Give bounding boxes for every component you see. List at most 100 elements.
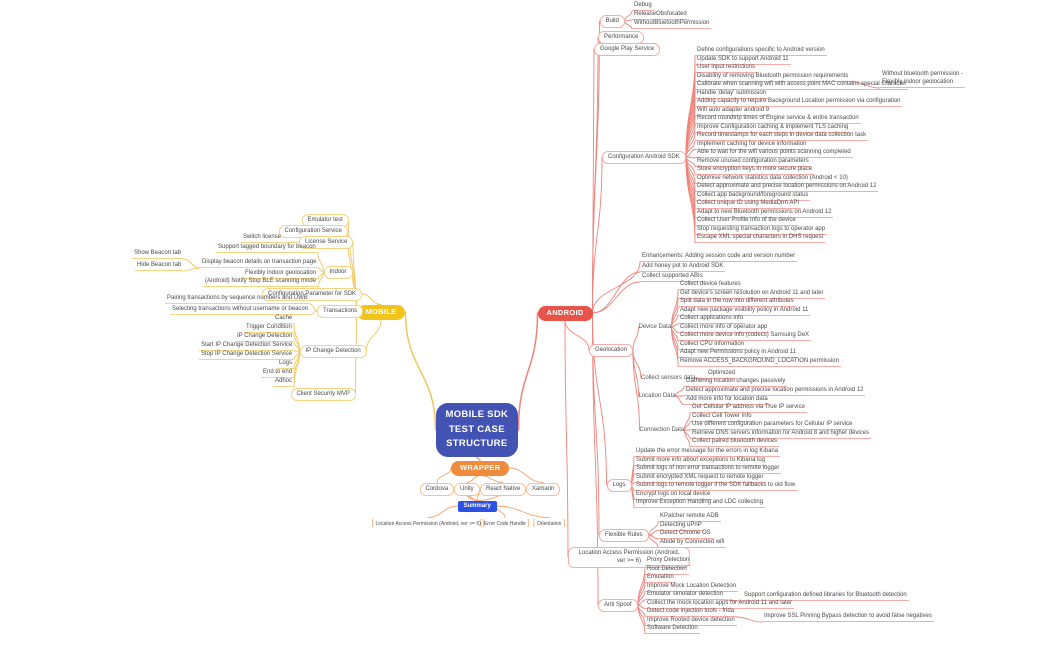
build-1[interactable]: Debug [632,1,654,12]
error-code-handle[interactable]: Error Code Handle [478,518,532,529]
log-2[interactable]: Submit more info about exceptions to Kib… [634,456,768,466]
cfg-13[interactable]: Able to wait for the wifi various points… [695,148,853,159]
collect-sensors-data[interactable]: Collect sensors data [641,375,696,381]
ip-change-detection[interactable]: IP Change Detection [299,344,367,358]
anti-5[interactable]: Emulator simulator detection [645,590,726,601]
log-1[interactable]: Update the error message for the errors … [634,447,781,458]
anti-6[interactable]: Collect the mock location apps for Andro… [645,599,794,609]
cfg-10[interactable]: Improve Configuration caching & implemen… [695,123,851,133]
cfg-17[interactable]: Detect approximate and precise location … [695,182,879,193]
cfg-6[interactable]: Handle 'delay' submission [695,89,768,99]
wrapper-location-access[interactable]: Location Access Permission (Android, ver… [370,518,487,529]
mobile[interactable]: MOBILE [356,304,406,320]
ip-4[interactable]: Start IP Change Detection Service [199,341,295,352]
show-beacon-tab[interactable]: Show Beacon tab [132,249,184,260]
ld-1[interactable]: Gathering location changes passively [684,377,788,388]
performance[interactable]: Performance [598,30,645,44]
cfg-16[interactable]: Optimise network statistics data collect… [695,174,850,184]
dd-10[interactable]: Remove ACCESS_BACKGROUND_LOCATION permis… [678,357,841,367]
indoor-1[interactable]: Support tagged boundary for beacon [216,243,318,254]
anti-9[interactable]: Software Detection [645,624,700,635]
cfg-9[interactable]: Record roundtrip times of Engine service… [695,114,861,125]
log-5[interactable]: Submit logs to remote logger if the SDK … [634,481,798,492]
cd-1[interactable]: Get Cellular IP address via True IP serv… [690,403,807,414]
honey-pot[interactable]: Add honey pot to Android SDK [640,262,726,273]
cfg-14[interactable]: Remove unused configuration parameters [695,157,811,167]
flex-3[interactable]: Detect Chrome OS [658,529,713,540]
cfg-8[interactable]: Wifi auto adapter android 9 [695,106,772,116]
cfg-22[interactable]: Stop requesting transaction logs to oper… [695,225,828,235]
indoor-3[interactable]: Flexibly indoor geolocation [243,269,319,280]
cfg-21[interactable]: Collect User Profile Info of the device [695,216,798,227]
cd-2[interactable]: Collect Cell Tower Info [690,412,754,422]
ld-2[interactable]: Detect approximate and precise location … [684,386,866,397]
txn-2[interactable]: Selecting transactions without username … [170,305,311,316]
license-service[interactable]: License Service [299,235,354,249]
cfg-12[interactable]: Implement caching for device information [695,140,809,150]
dd-4[interactable]: Adapt new package visibility policy in A… [678,306,811,316]
ip-2[interactable]: Trigger Condition [244,323,294,334]
cfg-18[interactable]: Collect app background/foreground status [695,191,811,201]
cfg-5[interactable]: Calibrate when scanning wifi with access… [695,80,909,91]
unity[interactable]: Unity [454,482,480,496]
build-2[interactable]: ReleaseObsfucated [632,10,689,21]
cfg-4[interactable]: Disability of removing Bluetooth permiss… [695,72,851,82]
txn-1[interactable]: Pairing transactions by sequence numbers… [165,294,310,305]
indoor[interactable]: Indoor [323,265,353,279]
anti-spoof[interactable]: Anti Spoof [598,598,638,612]
summary[interactable]: Summary [457,500,497,512]
ip-6[interactable]: Logs [277,359,295,370]
location-data[interactable]: Location Data [638,393,676,399]
cfg-1[interactable]: Define configurations specific to Androi… [695,46,827,57]
log-7[interactable]: Improve Exception Handling and LDC colle… [634,498,766,509]
anti-4[interactable]: Improve Mock Location Detection [645,582,739,592]
cfg-2[interactable]: Update SDK to support Android 11 [695,55,791,65]
without-bt-permission[interactable]: Without bluetooth permission - Flexibly … [880,70,966,89]
switch-license[interactable]: Switch license [241,233,284,244]
logs[interactable]: Logs [606,478,632,492]
supported-abis[interactable]: Collect supported ABIs [640,272,705,283]
client-security-mvp[interactable]: Client Security MVP [290,387,356,401]
ssl-pinning[interactable]: Improve SSL Pinning Bypass detection to … [762,612,934,623]
hide-beacon-tab[interactable]: Hide Beacon tab [135,261,184,272]
cfg-23[interactable]: Escape XML special characters in DHS req… [695,233,826,244]
ip-1[interactable]: Cache [273,314,295,325]
android[interactable]: ANDROID [537,305,593,321]
cfg-20[interactable]: Adapt to new Bluetooth permissions on An… [695,208,834,218]
anti-8[interactable]: Improve Rooted device detection [645,616,737,626]
dd-8[interactable]: Collect CPU information [678,340,747,350]
log-3[interactable]: Submit logs of non error transactions to… [634,464,782,475]
anti-1[interactable]: Proxy Detection [645,556,692,567]
flex-2[interactable]: Detecting uPnP [658,521,704,531]
sensors-optimized[interactable]: Optimized [706,369,738,380]
flex-4[interactable]: Abide by Connected wifi [658,538,727,548]
dd-1[interactable]: Collect device features [678,280,743,291]
enhancements[interactable]: Enhancements: Adding session code and ve… [640,252,798,263]
cd-4[interactable]: Retrieve DNS servers information for And… [690,429,872,439]
cfg-19[interactable]: Collect unique ID using MediaDrm API [695,199,802,210]
ip-3[interactable]: IP Change Detection [235,332,295,343]
cfg-7[interactable]: Adding capacity to require Background Lo… [695,97,903,108]
log-4[interactable]: Submit encrypted XML request to remote l… [634,473,766,483]
config-android-sdk[interactable]: Configuration Android SDK [602,150,686,164]
xamarin[interactable]: Xamarin [526,482,561,496]
dd-5[interactable]: Collect applications info [678,314,746,325]
dd-7[interactable]: Collect more device info (codecs) Samsun… [678,331,812,342]
anti-3[interactable]: Emulation [645,573,676,584]
anti-2[interactable]: Root Detection [645,565,689,575]
config-param-sdk[interactable]: Configuration Parameter for SDK [262,287,363,301]
dd-9[interactable]: Adapt new Permissions policy in Android … [678,348,798,359]
build[interactable]: Build [599,14,625,28]
connection-data[interactable]: Connection Data [639,427,685,433]
flexible-rules[interactable]: Flexible Rules [599,528,649,542]
transactions[interactable]: Transactions [317,304,364,318]
google-play-service[interactable]: Google Play Service [594,42,661,56]
cordova[interactable]: Cordova [419,482,455,496]
cfg-15[interactable]: Store encryption keys in more secure pla… [695,165,815,176]
ip-5[interactable]: Stop IP Change Detection Service [199,350,294,361]
ip-7[interactable]: End to end [261,368,295,379]
orientation[interactable]: Orientation [531,518,567,529]
log-6[interactable]: Encrypt logs on local device [634,490,713,500]
root[interactable]: MOBILE SDK TEST CASE STRUCTURE [435,403,519,458]
cd-3[interactable]: Use different configuration parameters f… [690,420,855,431]
